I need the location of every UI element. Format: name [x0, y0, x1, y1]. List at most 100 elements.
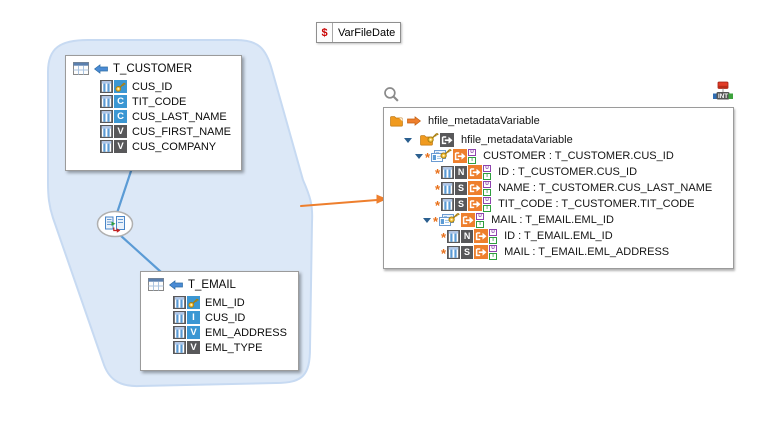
key-icon: [448, 211, 460, 223]
column-icon: [173, 296, 186, 309]
export-icon: [468, 181, 483, 195]
variable-node[interactable]: $ VarFileDate: [316, 22, 402, 43]
mapping-arrow: [300, 199, 378, 207]
column-icon: [100, 140, 113, 153]
mapping-arrowhead: [376, 194, 387, 204]
tree-row-label: MAIL : T_EMAIL.EML_ADDRESS: [504, 246, 670, 258]
join-link-customer: [115, 169, 133, 215]
field-row[interactable]: C TIT_CODE: [100, 95, 241, 108]
field-row[interactable]: EML_ID: [173, 296, 298, 309]
field-row[interactable]: V EML_TYPE: [173, 341, 298, 354]
type-badge: I: [187, 311, 200, 324]
table-icon: [148, 278, 164, 291]
export-icon: [468, 197, 483, 211]
tree-row-metadata[interactable]: hfile_metadataVariable: [384, 132, 733, 148]
field-row[interactable]: V EML_ADDRESS: [173, 326, 298, 339]
export-icon: [474, 245, 489, 259]
required-star: [435, 186, 440, 194]
type-badge: V: [114, 125, 127, 138]
column-icon: [441, 166, 454, 179]
required-star: [435, 202, 440, 210]
key-icon: [187, 296, 200, 309]
expander-icon[interactable]: [415, 153, 423, 159]
tree-row-label: MAIL : T_EMAIL.EML_ID: [491, 214, 614, 226]
expander-icon[interactable]: [404, 137, 412, 143]
tree-row-mail-address[interactable]: S UI MAIL : T_EMAIL.EML_ADDRESS: [384, 244, 733, 260]
column-icon: [100, 95, 113, 108]
table-title: T_CUSTOMER: [113, 62, 193, 75]
required-star: [441, 234, 446, 242]
export-icon: [461, 213, 476, 227]
field-row[interactable]: V CUS_FIRST_NAME: [100, 125, 241, 138]
tree-row-label: TIT_CODE : T_CUSTOMER.TIT_CODE: [498, 198, 695, 210]
tree-row-label: CUSTOMER : T_CUSTOMER.CUS_ID: [483, 150, 674, 162]
table-header[interactable]: T_CUSTOMER: [66, 56, 241, 80]
column-icon: [441, 182, 454, 195]
tree-row-label: ID : T_CUSTOMER.CUS_ID: [498, 166, 638, 178]
type-badge: V: [187, 341, 200, 354]
int-icon-label: INT: [718, 93, 728, 100]
join-node[interactable]: [96, 210, 134, 238]
tree-row-label: hfile_metadataVariable: [428, 115, 540, 127]
column-icon: [100, 80, 113, 93]
expander-icon[interactable]: [423, 217, 431, 223]
column-icon: [100, 125, 113, 138]
tree-row-customer[interactable]: UI CUSTOMER : T_CUSTOMER.CUS_ID: [384, 148, 733, 164]
tree-row-mail[interactable]: UI MAIL : T_EMAIL.EML_ID: [384, 212, 733, 228]
key-icon: [114, 80, 127, 93]
column-icon: [100, 110, 113, 123]
tree-row-customer-name[interactable]: S UI NAME : T_CUSTOMER.CUS_LAST_NAME: [384, 180, 733, 196]
type-badge: S: [461, 245, 474, 259]
dollar-icon: $: [317, 23, 333, 42]
table-header[interactable]: T_EMAIL: [141, 272, 298, 296]
column-icon: [173, 311, 186, 324]
tree-row-label: NAME : T_CUSTOMER.CUS_LAST_NAME: [498, 182, 713, 194]
field-row[interactable]: I CUS_ID: [173, 311, 298, 324]
join-link-email: [118, 233, 163, 274]
table-title: T_EMAIL: [188, 278, 236, 291]
field-row[interactable]: CUS_ID: [100, 80, 241, 93]
int-icon[interactable]: INT: [712, 81, 734, 103]
type-badge: C: [114, 110, 127, 123]
table-t-customer[interactable]: T_CUSTOMER CUS_ID C TIT_CODE C CUS_LAST_…: [65, 55, 242, 171]
tree-row-root[interactable]: hfile_metadataVariable: [384, 113, 733, 129]
folder-icon: [390, 116, 403, 127]
required-star: [125, 75, 129, 86]
type-badge: S: [455, 181, 468, 195]
export-icon: [468, 165, 483, 179]
required-star: [433, 218, 438, 226]
join-icon: [105, 216, 125, 233]
variable-label: VarFileDate: [338, 26, 396, 39]
export-icon: [453, 149, 468, 163]
type-badge: N: [455, 165, 468, 179]
column-icon: [447, 230, 460, 243]
metadata-panel: hfile_metadataVariable hfile_metadataVar…: [383, 107, 734, 269]
export-icon: [440, 133, 454, 147]
field-row[interactable]: C CUS_LAST_NAME: [100, 110, 241, 123]
type-badge: C: [114, 95, 127, 108]
type-badge: V: [187, 326, 200, 339]
column-icon: [441, 198, 454, 211]
column-icon: [173, 341, 186, 354]
tree-row-mail-id[interactable]: N UI ID : T_EMAIL.EML_ID: [384, 228, 733, 244]
search-icon[interactable]: [383, 86, 400, 103]
table-icon: [73, 62, 89, 75]
column-icon: [173, 326, 186, 339]
field-row[interactable]: V CUS_COMPANY: [100, 140, 241, 153]
type-badge: S: [455, 197, 468, 211]
arrow-left-icon: [169, 280, 183, 290]
export-icon: [474, 229, 489, 243]
required-star: [198, 291, 202, 302]
tree-row-label: ID : T_EMAIL.EML_ID: [504, 230, 613, 242]
arrow-left-icon: [94, 64, 108, 74]
table-t-email[interactable]: T_EMAIL EML_ID I CUS_ID V EML_ADDRESS V …: [140, 271, 299, 371]
tree-row-customer-id[interactable]: N UI ID : T_CUSTOMER.CUS_ID: [384, 164, 733, 180]
tree-row-customer-titcode[interactable]: S UI TIT_CODE : T_CUSTOMER.TIT_CODE: [384, 196, 733, 212]
arrow-right-icon: [407, 116, 421, 126]
